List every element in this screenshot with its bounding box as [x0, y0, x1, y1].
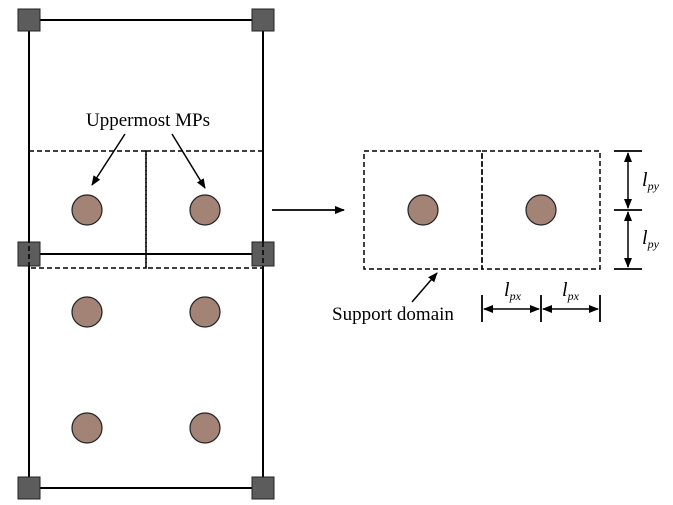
material-points: [71, 194, 221, 444]
support-domain-box: [28, 150, 147, 269]
material-point: [71, 412, 103, 444]
material-point: [71, 296, 103, 328]
uppermost-arrow-right: [171, 133, 206, 189]
material-point: [189, 412, 221, 444]
support-domain-arrow: [411, 272, 438, 303]
support-domain-box: [481, 150, 601, 270]
material-point-zoomed: [407, 194, 439, 226]
material-point-uppermost: [71, 194, 103, 226]
support-domain-box: [145, 150, 264, 269]
label-background: [68, 107, 228, 133]
lpx-dimension: lpx lpx: [481, 279, 601, 322]
material-point-zoomed: [525, 194, 557, 226]
uppermost-mps-label: Uppermost MPs: [86, 110, 210, 131]
lower-element: [28, 253, 264, 489]
lpy-dimension: lpy lpy: [614, 150, 660, 270]
lpy-label-upper: lpy: [642, 169, 660, 193]
uppermost-arrow-left: [91, 133, 126, 186]
material-point-uppermost: [189, 194, 221, 226]
grid-node: [251, 476, 275, 500]
lpy-label-lower: lpy: [642, 227, 660, 251]
grid-node: [17, 476, 41, 500]
support-domain-label: Support domain: [332, 304, 454, 325]
left-support-domains: [28, 150, 264, 269]
zoomed-support-domains: [363, 150, 601, 270]
grid-node: [17, 8, 41, 32]
grid-node: [251, 8, 275, 32]
lpx-label-left: lpx: [504, 279, 522, 303]
material-point: [189, 296, 221, 328]
lpx-label-right: lpx: [562, 279, 580, 303]
